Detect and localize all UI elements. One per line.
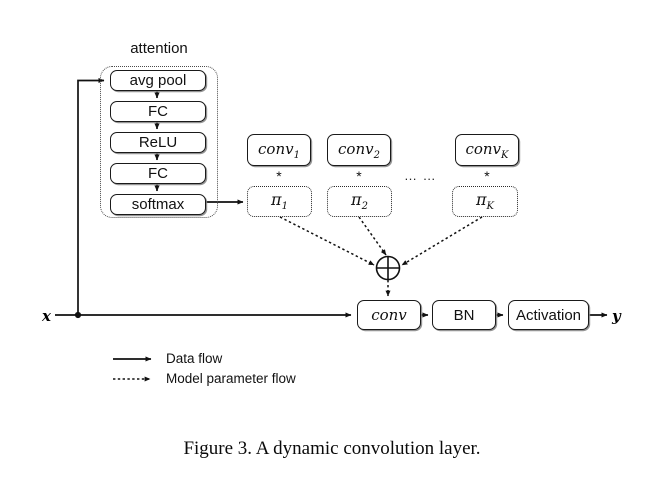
attention-block-label: FC (148, 103, 168, 120)
kernel-ellipsis: … … (404, 168, 437, 183)
attention-block-relu[interactable]: ReLU (110, 132, 206, 153)
legend-item-model-parameter-flow: Model parameter flow (166, 371, 296, 386)
pipeline-block-label: Activation (515, 306, 582, 324)
attention-module-container (100, 66, 218, 218)
sum-node (375, 255, 401, 281)
multiply-symbol-k: * (484, 168, 490, 184)
attention-weight-2[interactable]: π2 (327, 186, 392, 217)
conv-kernel-label: convK (465, 139, 509, 161)
attention-weight-label: π2 (351, 190, 368, 213)
attention-weight-k[interactable]: πK (452, 186, 518, 217)
legend-arrows (113, 356, 152, 382)
output-variable-label: y (612, 307, 621, 325)
pipeline-block-bn[interactable]: BN (432, 300, 496, 330)
legend-item-data-flow: Data flow (166, 351, 223, 366)
attention-block-fc-1[interactable]: FC (110, 101, 206, 122)
attention-block-softmax[interactable]: softmax (110, 194, 206, 215)
multiply-symbol-1: * (276, 168, 282, 184)
attention-block-label: FC (148, 165, 168, 182)
pipeline-block-label: conv (371, 306, 407, 324)
attention-weight-label: πK (476, 190, 494, 213)
attention-block-avg-pool[interactable]: avg pool (110, 70, 206, 91)
conv-kernel-label: conv2 (338, 139, 380, 161)
attention-block-label: softmax (131, 196, 185, 213)
pipeline-block-activation[interactable]: Activation (508, 300, 589, 330)
pipeline-block-conv[interactable]: conv (357, 300, 421, 330)
attention-block-label: avg pool (129, 72, 187, 89)
figure-caption: Figure 3. A dynamic convolution layer. (183, 438, 481, 459)
attention-block-label: ReLU (138, 134, 178, 151)
multiply-symbol-2: * (356, 168, 362, 184)
conv-kernel-2[interactable]: conv2 (327, 134, 391, 166)
data-flow-main (55, 77, 352, 319)
conv-kernel-k[interactable]: convK (455, 134, 519, 166)
parameter-flow-arrows (279, 216, 483, 297)
attention-weight-label: π1 (271, 190, 288, 213)
attention-weight-1[interactable]: π1 (247, 186, 312, 217)
conv-kernel-1[interactable]: conv1 (247, 134, 311, 166)
input-variable-label: x (42, 307, 51, 325)
pipeline-block-label: BN (453, 306, 475, 324)
attention-block-fc-2[interactable]: FC (110, 163, 206, 184)
attention-module-label: attention (130, 40, 188, 57)
conv-kernel-label: conv1 (258, 139, 300, 161)
